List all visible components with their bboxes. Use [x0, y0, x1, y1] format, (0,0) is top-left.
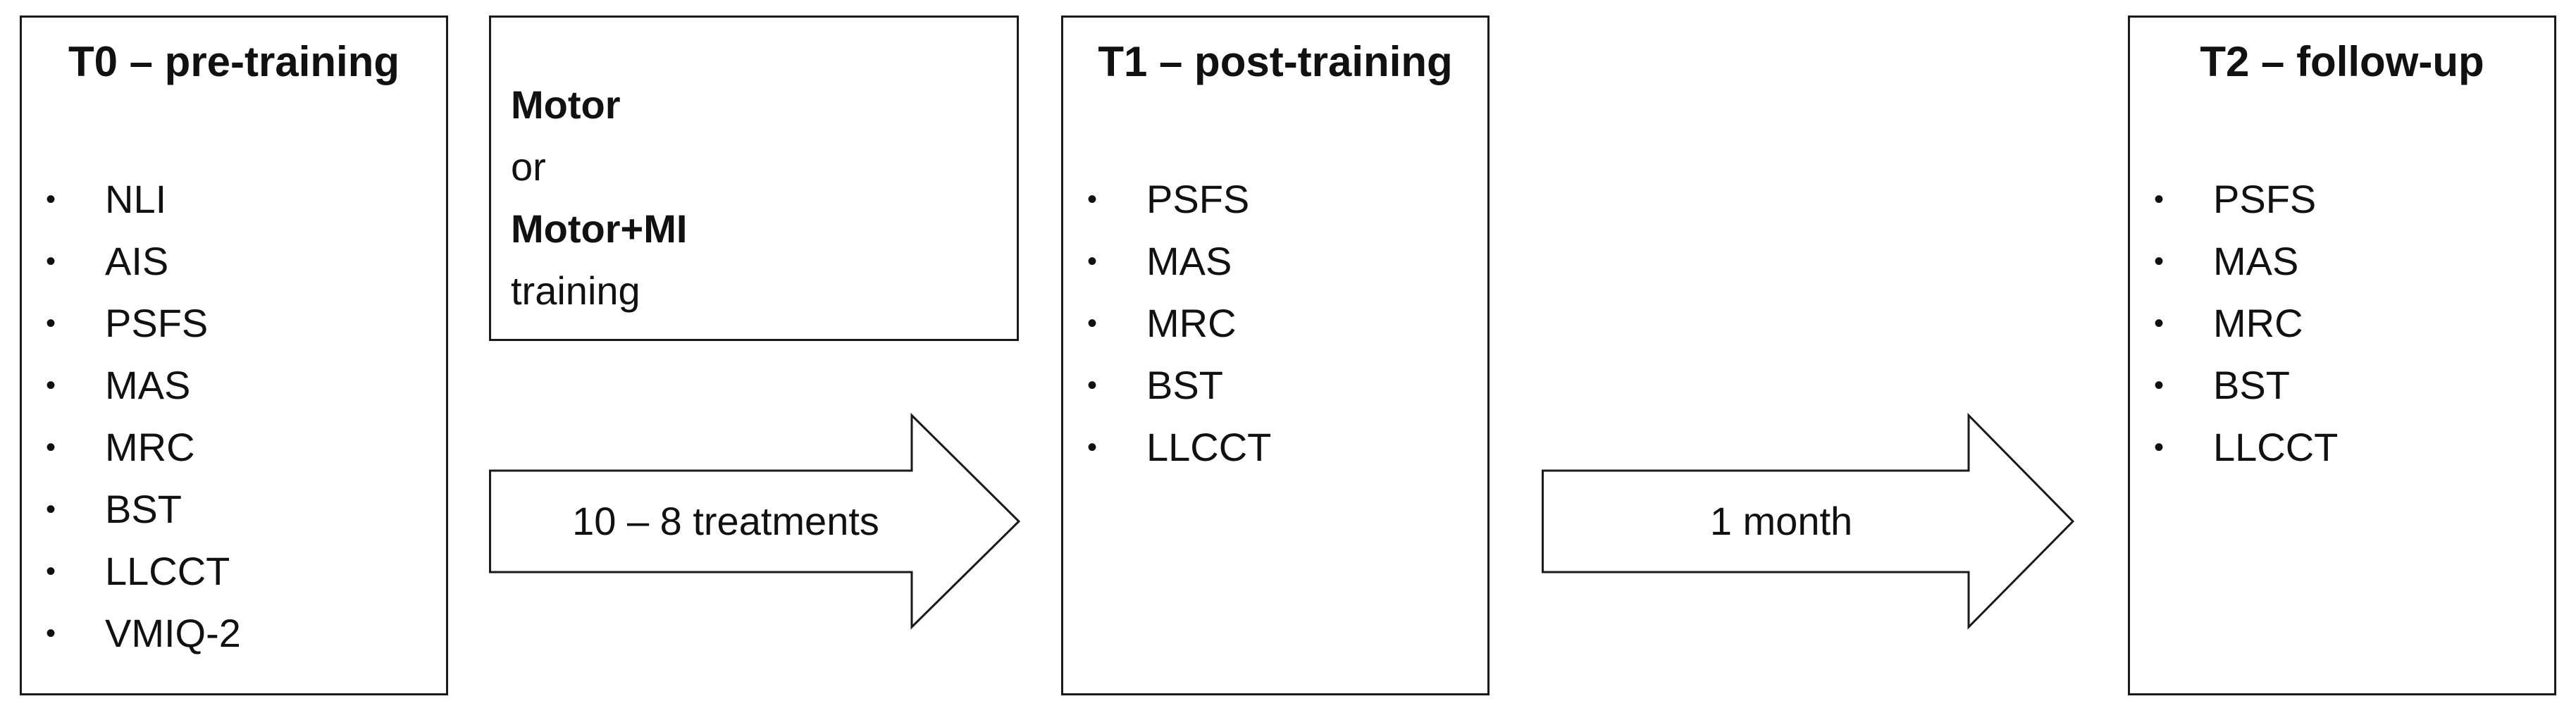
t0-measure-item: •NLI	[46, 168, 241, 230]
bullet-icon: •	[2154, 370, 2165, 401]
t1-measures-list: •PSFS •MAS •MRC •BST •LLCCT	[1087, 168, 1271, 478]
bullet-icon: •	[46, 494, 56, 525]
t2-measure-item: •MRC	[2154, 292, 2338, 354]
bullet-icon: •	[46, 370, 56, 401]
t1-measure-item: •LLCCT	[1087, 416, 1271, 478]
t0-measure-item: •MAS	[46, 354, 241, 416]
bullet-icon: •	[46, 184, 56, 215]
t2-measure-item: •PSFS	[2154, 168, 2338, 230]
training-motor: Motor	[511, 82, 621, 127]
t1-title: T1 – post-training	[1098, 38, 1453, 85]
t0-pretraining-box: T0 – pre-training •NLI •AIS •PSFS •MAS •…	[20, 16, 448, 695]
bullet-icon: •	[2154, 308, 2165, 339]
t2-measure-item: •BST	[2154, 354, 2338, 416]
training-or: or	[511, 144, 546, 189]
bullet-icon: •	[1087, 246, 1098, 277]
bullet-icon: •	[46, 308, 56, 339]
treatments-arrow	[489, 412, 1021, 630]
followup-arrow-label: 1 month	[1709, 499, 1853, 543]
training-type-box: Motor or Motor+MI training	[489, 16, 1019, 341]
t2-measures-list: •PSFS •MAS •MRC •BST •LLCCT	[2154, 168, 2338, 478]
bullet-icon: •	[1087, 184, 1098, 215]
training-motor-mi: Motor+MI	[511, 206, 688, 251]
t1-measure-item: •MAS	[1087, 230, 1271, 292]
t1-posttraining-box: T1 – post-training •PSFS •MAS •MRC •BST …	[1061, 16, 1490, 695]
t0-measure-item: •AIS	[46, 230, 241, 292]
treatments-arrow-shape	[489, 412, 1021, 630]
bullet-icon: •	[46, 618, 56, 649]
t2-followup-box: T2 – follow-up •PSFS •MAS •MRC •BST •LLC…	[2128, 16, 2556, 695]
bullet-icon: •	[1087, 308, 1098, 339]
t0-title: T0 – pre-training	[68, 38, 400, 85]
bullet-icon: •	[2154, 246, 2165, 277]
t0-measure-item: •VMIQ-2	[46, 602, 241, 664]
t2-measure-item: •LLCCT	[2154, 416, 2338, 478]
bullet-icon: •	[46, 556, 56, 587]
t0-measures-list: •NLI •AIS •PSFS •MAS •MRC •BST •LLCCT •V…	[46, 168, 241, 664]
bullet-icon: •	[2154, 432, 2165, 463]
bullet-icon: •	[1087, 432, 1098, 463]
t1-measure-item: •PSFS	[1087, 168, 1271, 230]
t0-measure-item: •PSFS	[46, 292, 241, 354]
t0-measure-item: •MRC	[46, 416, 241, 478]
bullet-icon: •	[1087, 370, 1098, 401]
t1-measure-item: •MRC	[1087, 292, 1271, 354]
t0-measure-item: •LLCCT	[46, 540, 241, 602]
bullet-icon: •	[46, 246, 56, 277]
bullet-icon: •	[2154, 184, 2165, 215]
t1-measure-item: •BST	[1087, 354, 1271, 416]
training-text: Motor or Motor+MI training	[511, 74, 687, 322]
followup-arrow-shape	[1542, 412, 2075, 630]
training-word: training	[511, 268, 640, 313]
bullet-icon: •	[46, 432, 56, 463]
treatments-arrow-label: 10 – 8 treatments	[572, 499, 879, 543]
t2-title: T2 – follow-up	[2200, 38, 2484, 85]
t0-measure-item: •BST	[46, 478, 241, 540]
t2-measure-item: •MAS	[2154, 230, 2338, 292]
followup-arrow	[1542, 412, 2075, 630]
